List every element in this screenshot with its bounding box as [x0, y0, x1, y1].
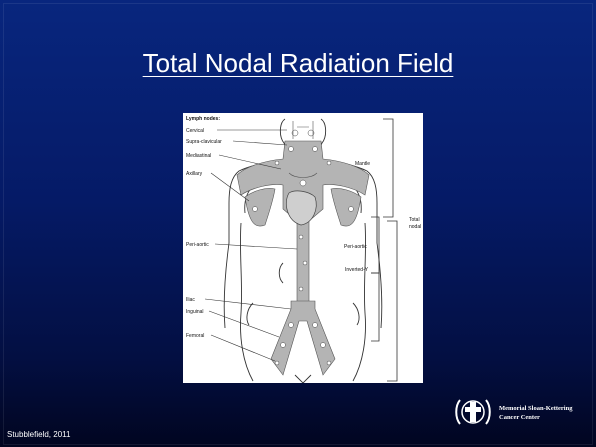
radiation-field: [237, 141, 369, 375]
slide-credit: Stubblefield, 2011: [7, 430, 70, 439]
label-cervical: Cervical: [186, 128, 204, 134]
slide-title: Total Nodal Radiation Field: [0, 48, 596, 79]
logo-line2: Cancer Center: [499, 414, 540, 421]
label-heading: Lymph nodes:: [186, 116, 220, 122]
field-brackets: [371, 119, 397, 381]
label-peri-aortic: Peri-aortic: [186, 242, 209, 248]
label-femoral: Femoral: [186, 333, 204, 339]
label-axillary: Axillary: [186, 171, 203, 177]
lymph-node-diagram: Lymph nodes: Cervical Supra-clavicular M…: [183, 113, 423, 383]
label-peri-aortic-field: Peri-aortic: [344, 244, 367, 250]
logo-line1: Memorial Sloan-Kettering: [499, 405, 573, 412]
label-inverted-y: Inverted-Y: [345, 267, 369, 273]
label-nodal: nodal: [409, 224, 421, 230]
label-inguinal: Inguinal: [186, 309, 204, 315]
logo-cross-icon: [465, 402, 481, 422]
mskcc-logo: Memorial Sloan-Kettering Cancer Center: [453, 392, 593, 432]
label-total: Total: [409, 217, 420, 223]
label-iliac: Iliac: [186, 297, 195, 303]
label-supraclavicular: Supra-clavicular: [186, 139, 222, 145]
label-mediastinal: Mediastinal: [186, 153, 211, 159]
heart-shape: [286, 191, 316, 225]
label-mantle: Mantle: [355, 161, 370, 167]
